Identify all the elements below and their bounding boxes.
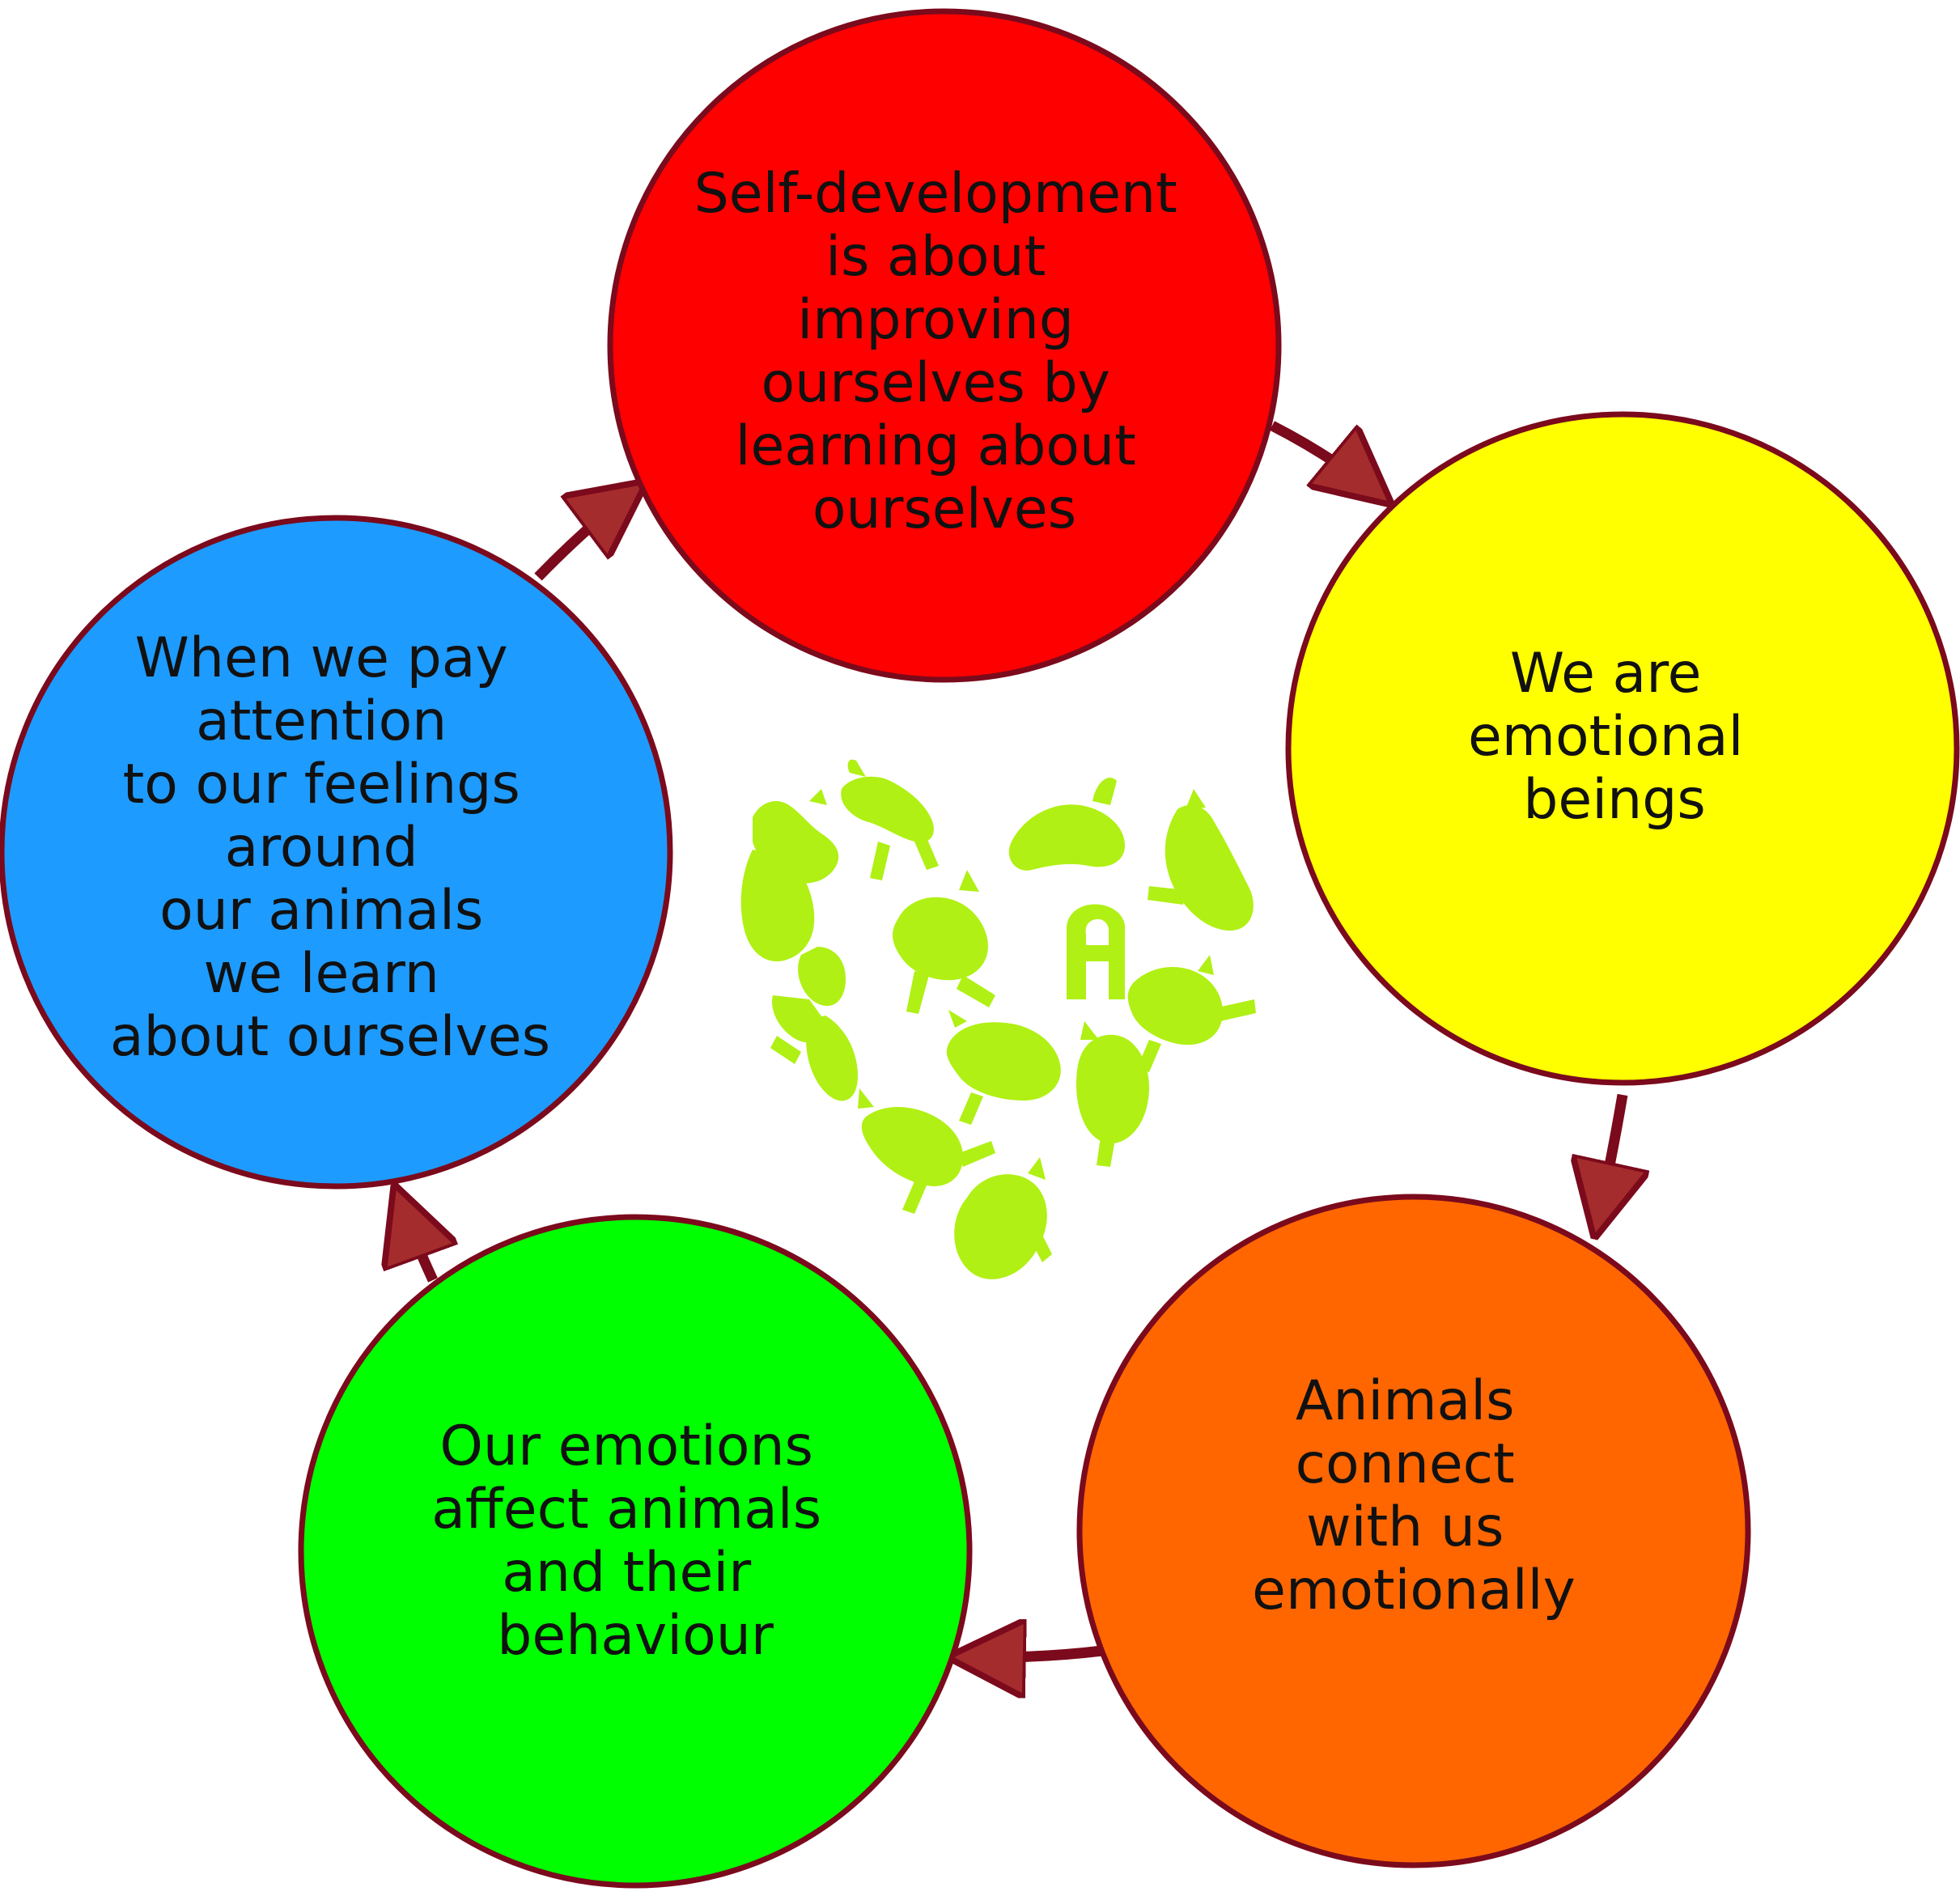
- node-line: improving: [797, 288, 1074, 352]
- node-line: our animals: [159, 879, 483, 943]
- node-emotional-beings-text: We are emotional beings: [1468, 642, 1761, 832]
- node-line: Self-development: [694, 162, 1177, 226]
- node-self-development-circle: [607, 8, 1282, 683]
- node-pay-attention: When we pay attention to our feelings ar…: [0, 515, 673, 1190]
- node-animals-connect-circle: [1076, 1194, 1751, 1868]
- node-line: When we pay: [135, 626, 508, 690]
- node-line: We are: [1510, 642, 1702, 706]
- arrow-animals-connect-to-emotions-affect: [955, 1651, 1103, 1657]
- node-line: with us: [1306, 1495, 1504, 1559]
- node-line: emotionally: [1252, 1559, 1576, 1622]
- node-line: ourselves by: [762, 351, 1110, 415]
- node-line: is about: [825, 225, 1046, 289]
- node-line: learning about: [736, 414, 1136, 478]
- node-line: we learn: [204, 942, 439, 1006]
- node-self-development-text: Self-development is about improving ours…: [694, 162, 1195, 541]
- heart-of-dogs-logo-icon: [740, 759, 1256, 1279]
- logo-letters-icon: [1067, 904, 1126, 999]
- node-emotional-beings-circle: [1285, 411, 1960, 1086]
- node-emotions-affect-text: Our emotions affect animals and their be…: [431, 1414, 839, 1668]
- node-line: about ourselves: [110, 1005, 550, 1069]
- node-line: and their: [502, 1541, 751, 1605]
- node-line: connect: [1296, 1432, 1515, 1496]
- node-emotions-affect-circle: [298, 1214, 973, 1889]
- node-line: behaviour: [497, 1604, 774, 1668]
- node-line: Animals: [1296, 1369, 1515, 1433]
- node-line: to our feelings: [123, 753, 520, 816]
- node-emotions-affect: Our emotions affect animals and their be…: [298, 1214, 973, 1889]
- node-animals-connect-text: Animals connect with us emotionally: [1252, 1369, 1576, 1622]
- node-line: Our emotions: [439, 1414, 813, 1478]
- node-self-development: Self-development is about improving ours…: [607, 8, 1282, 683]
- node-line: attention: [196, 689, 447, 753]
- node-line: ourselves: [812, 477, 1076, 541]
- arrow-emotional-beings-to-animals-connect: [1596, 1093, 1623, 1232]
- node-line: around: [225, 816, 418, 880]
- arrow-emotions-affect-to-pay-attention: [397, 1191, 433, 1283]
- node-animals-connect: Animals connect with us emotionally: [1076, 1194, 1751, 1868]
- arrow-self-development-to-emotional-beings: [1270, 421, 1386, 500]
- node-line: beings: [1523, 768, 1706, 832]
- node-emotional-beings: We are emotional beings: [1285, 411, 1960, 1086]
- node-line: affect animals: [431, 1478, 821, 1542]
- arrow-pay-attention-to-self-development: [534, 486, 641, 581]
- node-pay-attention-circle: [0, 515, 673, 1190]
- node-line: emotional: [1468, 705, 1744, 769]
- node-pay-attention-text: When we pay attention to our feelings ar…: [110, 626, 550, 1069]
